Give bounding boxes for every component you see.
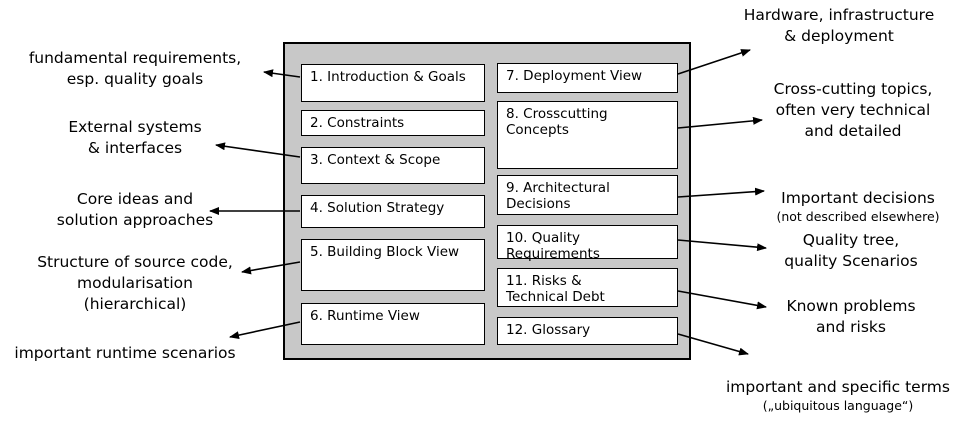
introduction-annotation: fundamental requirements, esp. quality g…: [28, 49, 242, 88]
section-decisions-box: 9. Architectural Decisions: [497, 175, 678, 215]
section-crosscutting-box: 8. Crosscutting Concepts: [497, 101, 678, 169]
section-glossary-box: 12. Glossary: [497, 317, 678, 345]
arrow-introduction: [263, 69, 301, 78]
section-solution-strategy-box: 4. Solution Strategy: [301, 195, 485, 228]
deployment-annotation: Hardware, infrastructure & deployment: [743, 6, 935, 45]
decisions-annotation-sub: (not described elsewhere): [776, 209, 940, 224]
section-quality-box: 10. Quality Requirements: [497, 225, 678, 262]
connector-arrows: [209, 49, 767, 356]
arrow-glossary: [677, 333, 749, 356]
section-constraints-box: 2. Constraints: [301, 110, 485, 136]
arrow-risks: [677, 290, 767, 310]
section-runtime-box: 6. Runtime View: [301, 303, 485, 345]
building-block-annotation: Structure of source code, modularisation…: [37, 253, 233, 313]
arrow-quality: [677, 239, 767, 252]
decisions-annotation-main: Important decisions: [781, 189, 935, 207]
decisions-annotation: Important decisions (not described elsew…: [752, 167, 964, 246]
section-building-block-box: 5. Building Block View: [301, 239, 485, 291]
arrow-deployment: [677, 49, 751, 75]
section-deployment-box: 7. Deployment View: [497, 63, 678, 93]
arrow-crosscutting: [677, 116, 763, 129]
glossary-annotation-sub: („ubiquitous language“): [762, 398, 914, 413]
crosscutting-annotation: Cross-cutting topics, often very technic…: [773, 80, 933, 140]
arrow-runtime: [229, 321, 301, 340]
solution-strategy-annotation: Core ideas and solution approaches: [56, 190, 214, 229]
risks-annotation: Known problems and risks: [786, 297, 916, 336]
arrow-building-block: [241, 261, 301, 275]
arrow-decisions: [677, 187, 765, 198]
section-context-box: 3. Context & Scope: [301, 147, 485, 184]
section-introduction-box: 1. Introduction & Goals: [301, 64, 485, 102]
glossary-annotation: important and specific terms („ubiquitou…: [712, 356, 964, 435]
quality-annotation: Quality tree, quality Scenarios: [784, 231, 918, 270]
context-annotation: External systems & interfaces: [68, 118, 202, 157]
arrow-context: [215, 142, 301, 158]
glossary-annotation-main: important and specific terms: [726, 378, 950, 396]
runtime-annotation: important runtime scenarios: [14, 344, 236, 362]
section-risks-box: 11. Risks & Technical Debt: [497, 268, 678, 307]
